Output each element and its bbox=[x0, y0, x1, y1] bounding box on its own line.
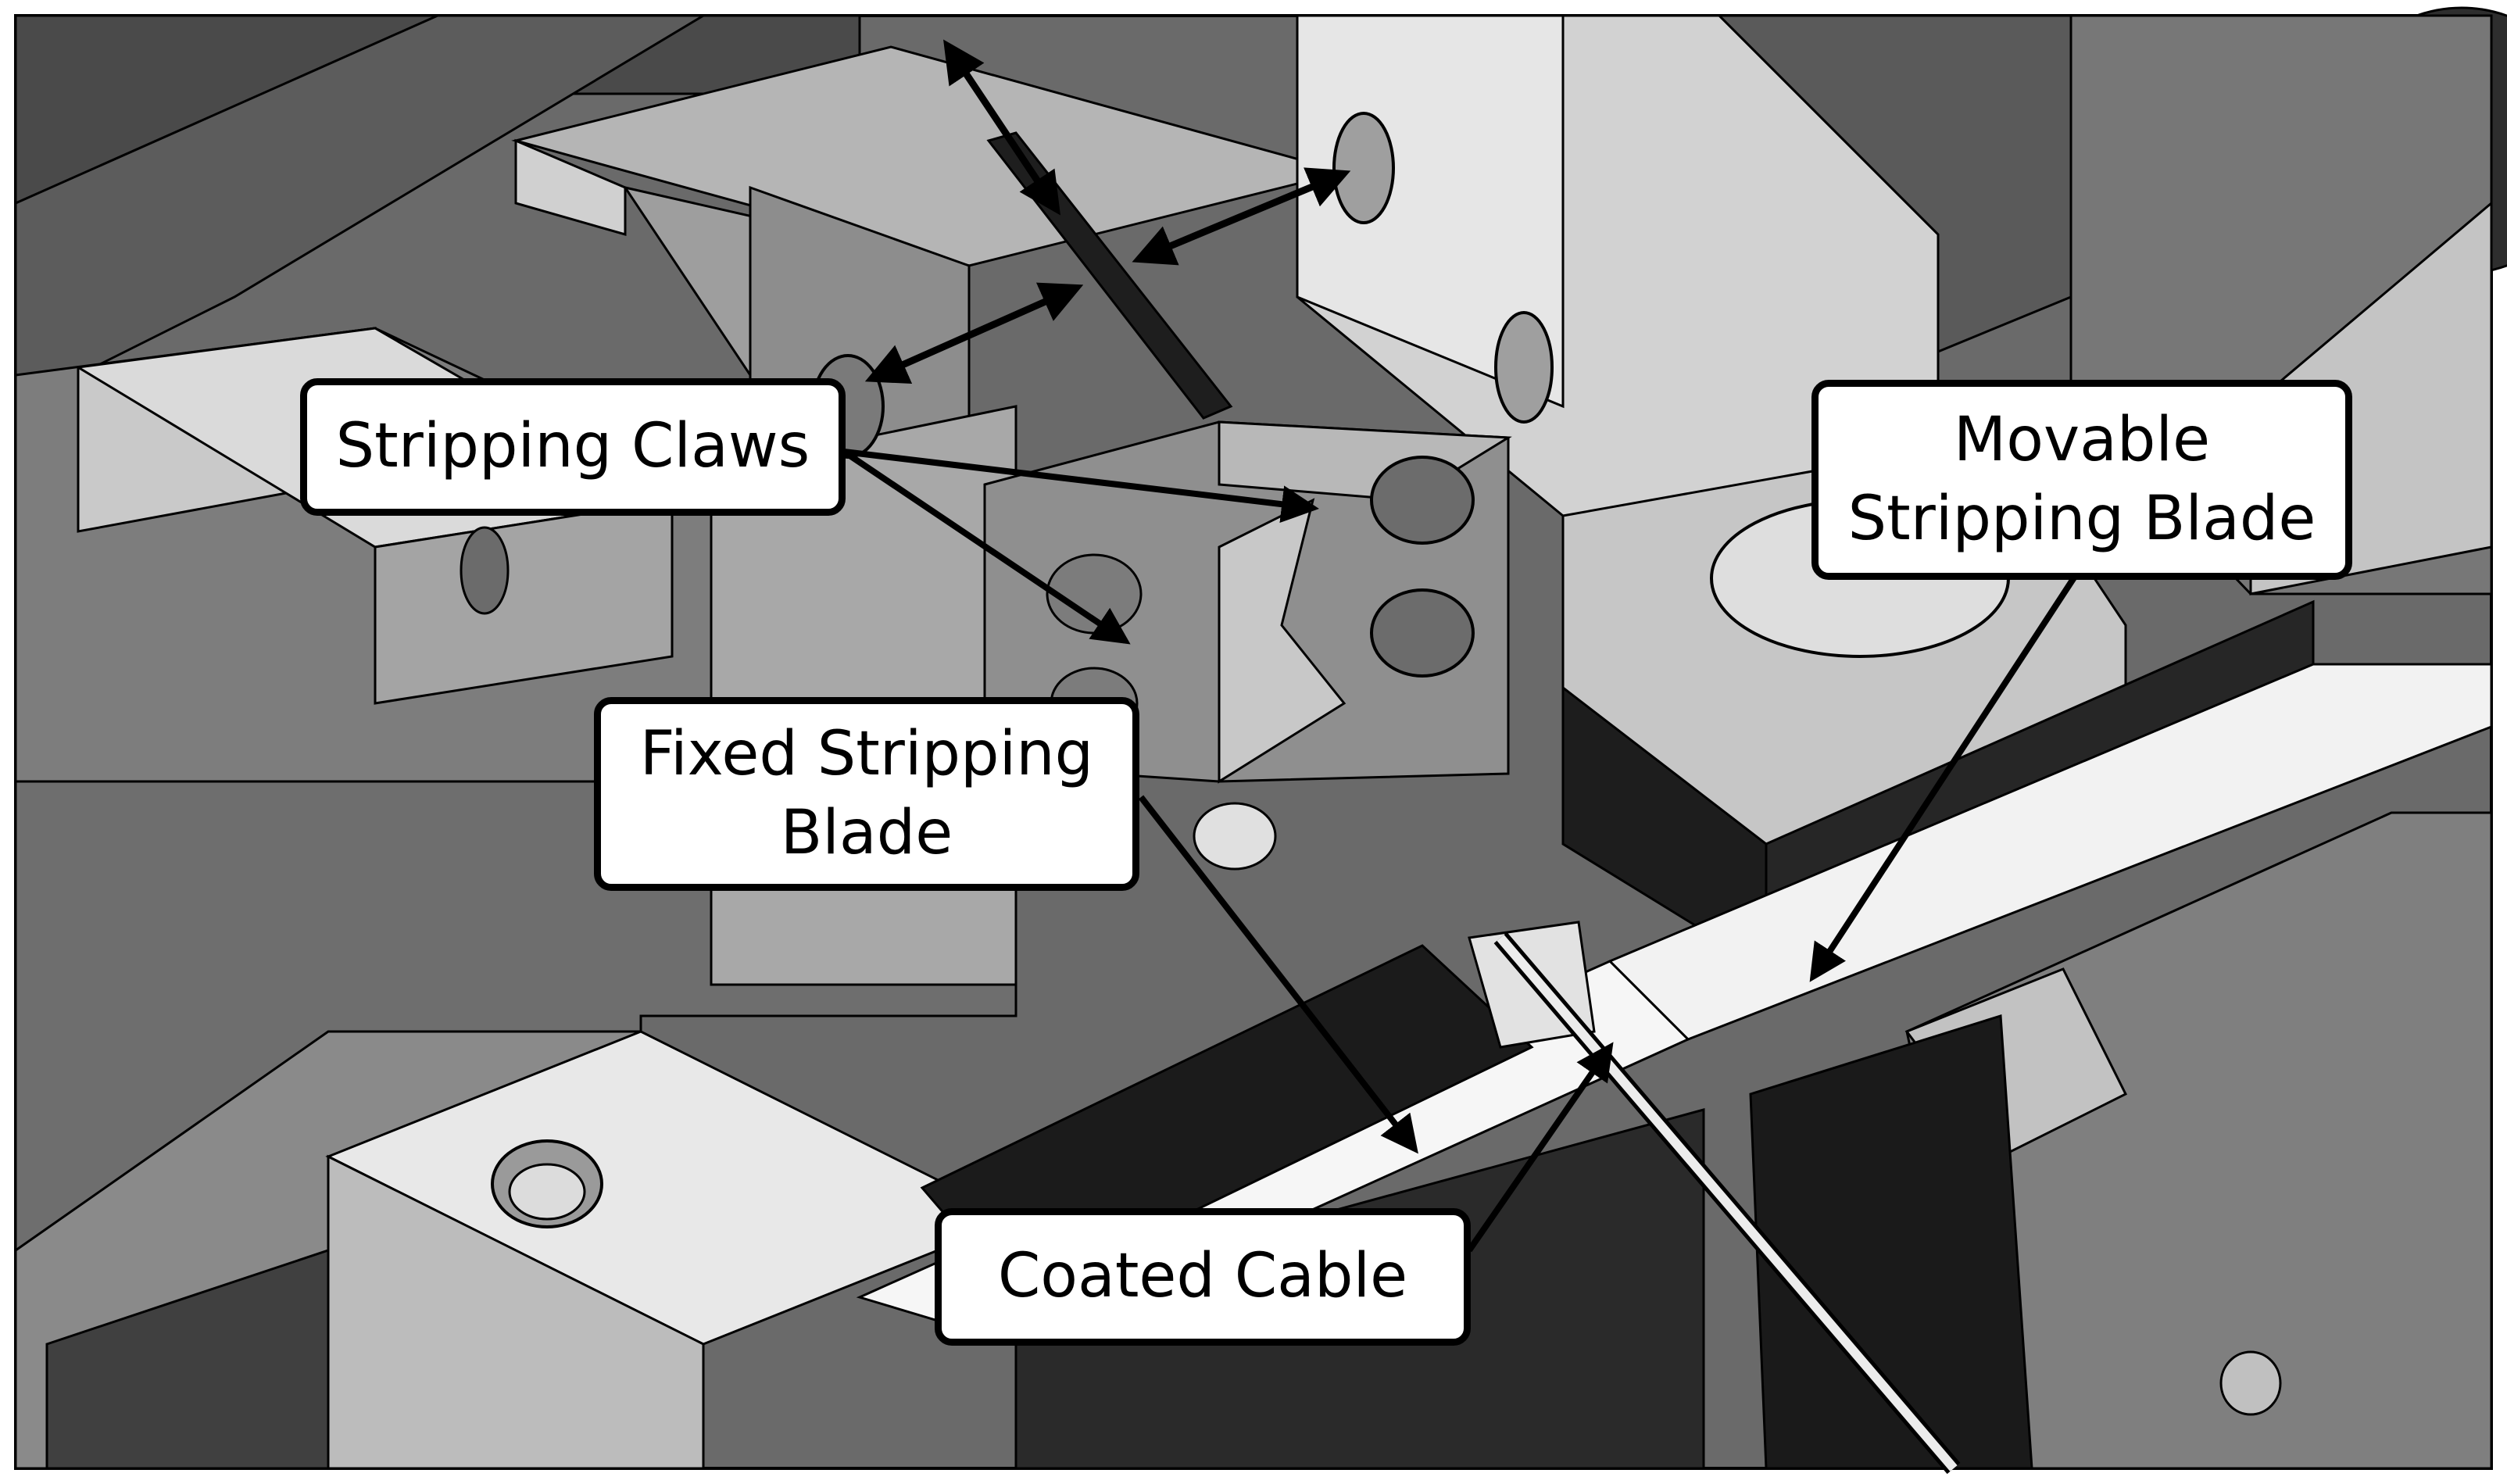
claw-vertical-motion bbox=[943, 39, 1060, 216]
label-line: Stripping Claws bbox=[335, 411, 810, 482]
bolt-hole-top-right bbox=[1332, 112, 1395, 224]
leader-claws-right bbox=[843, 449, 1319, 524]
label-coated-cable: Coated Cable bbox=[935, 1208, 1471, 1346]
bolt-hole-mid-right bbox=[1494, 311, 1554, 424]
label-line: Stripping Blade bbox=[1847, 484, 2316, 554]
claw-right-motion bbox=[1132, 167, 1351, 266]
label-stripping-claws: Stripping Claws bbox=[300, 378, 846, 516]
label-fixed-stripping-blade: Fixed Stripping Blade bbox=[594, 697, 1139, 891]
leader-fixed-blade bbox=[1138, 795, 1418, 1154]
leader-movable-blade bbox=[1809, 568, 2082, 982]
leader-coated-cable bbox=[1466, 1042, 1614, 1253]
label-movable-stripping-blade: Movable Stripping Blade bbox=[1811, 380, 2352, 580]
label-line: Coated Cable bbox=[997, 1241, 1408, 1312]
claw-left-motion bbox=[864, 282, 1084, 384]
leader-claws-left bbox=[842, 449, 1131, 645]
label-line: Movable bbox=[1953, 404, 2211, 475]
label-line: Fixed Stripping bbox=[639, 718, 1094, 789]
label-line: Blade bbox=[780, 798, 953, 868]
